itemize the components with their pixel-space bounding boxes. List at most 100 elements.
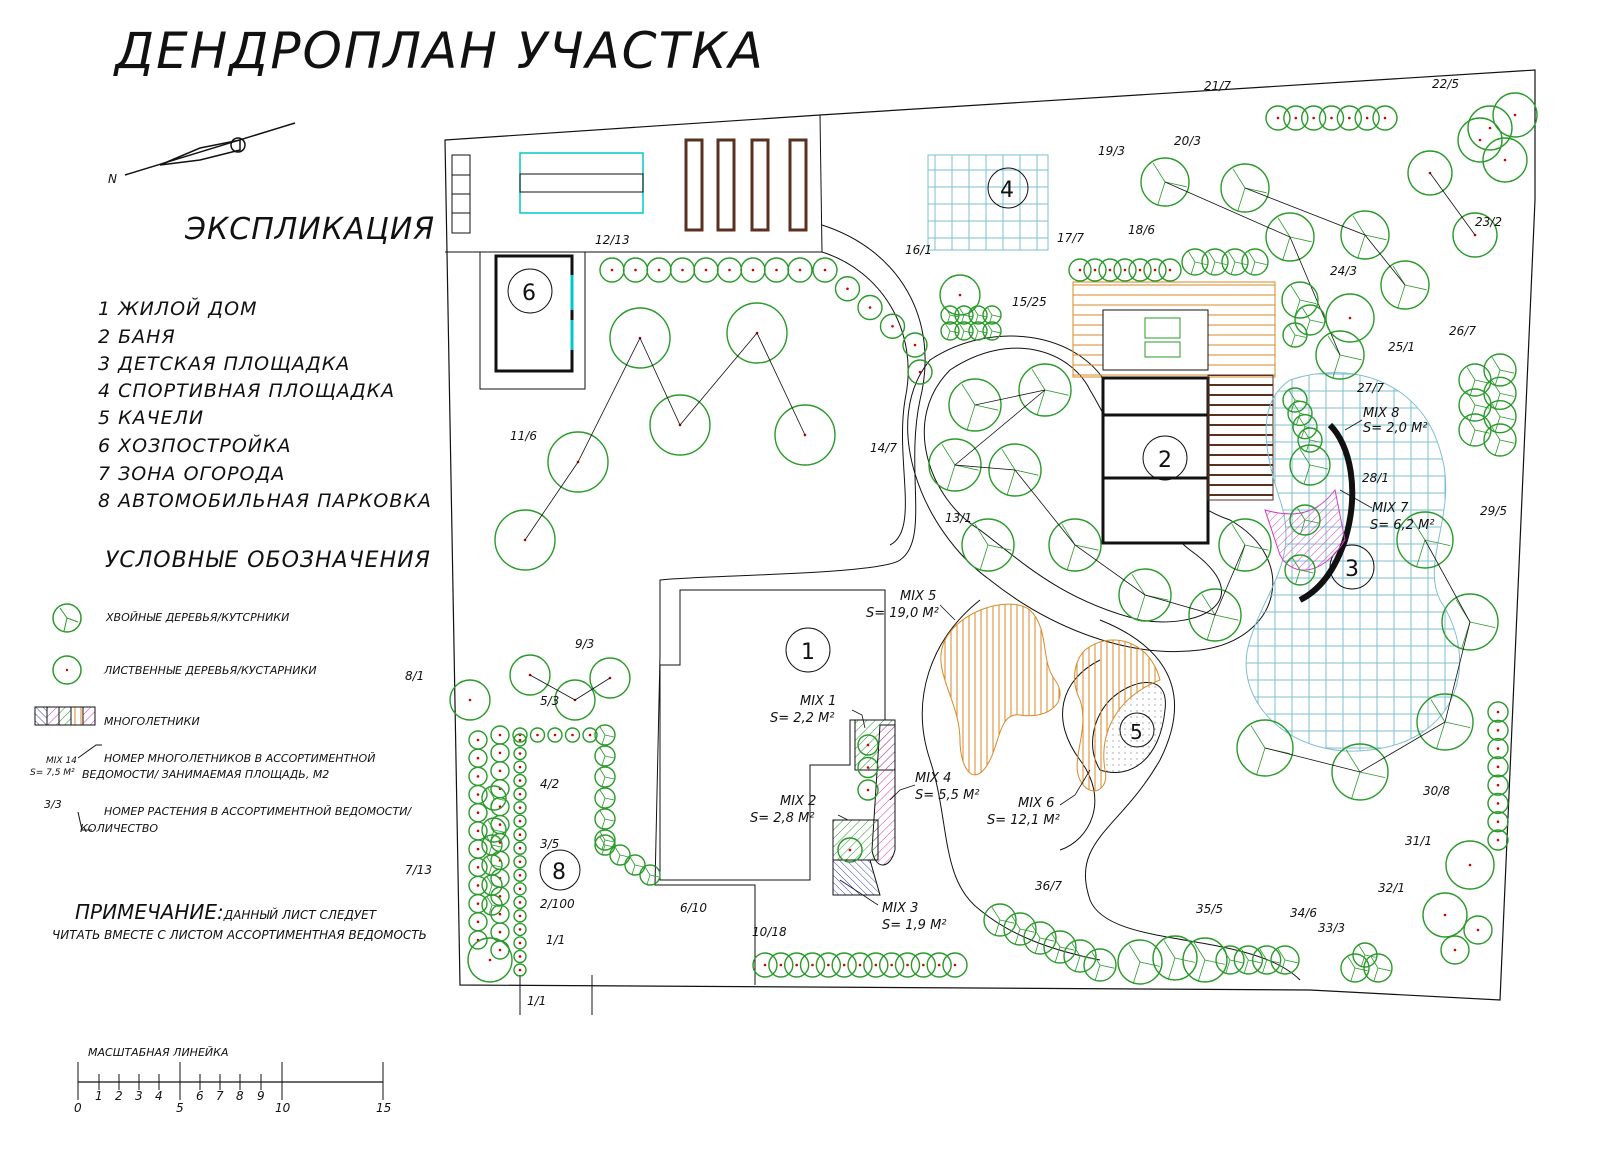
coniferous-tree-icon xyxy=(594,834,616,856)
explication-item: 1 ЖИЛОЙ ДОМ xyxy=(98,298,258,320)
deciduous-tree-icon xyxy=(582,727,598,743)
plant-label: 23/2 xyxy=(1475,215,1502,229)
coniferous-tree-icon xyxy=(1023,921,1057,955)
note-label: ПРИМЕЧАНИЕ: xyxy=(75,900,224,924)
deciduous-tree-icon xyxy=(1440,935,1470,965)
coniferous-tree-icon xyxy=(1063,939,1097,973)
deciduous-tree-icon xyxy=(857,294,883,321)
plant-label: 14/7 xyxy=(870,441,897,455)
coniferous-tree-icon xyxy=(1284,554,1316,586)
mix-area: S= 12,1 M² xyxy=(987,813,1060,828)
site-boundary xyxy=(444,69,1536,1001)
legend-plant-desc-2: КОЛИЧЕСТВО xyxy=(80,822,159,835)
deciduous-tree-icon xyxy=(468,912,488,932)
plant-group-line xyxy=(1244,187,1406,286)
deciduous-tree-icon xyxy=(513,936,527,950)
coniferous-tree-icon xyxy=(1003,912,1037,946)
plant-label: 15/25 xyxy=(1012,295,1047,309)
coniferous-tree-icon xyxy=(1182,937,1228,983)
mix-label: MIX 7 xyxy=(1372,501,1409,516)
coniferous-tree-icon xyxy=(1483,353,1517,387)
plant-group-line xyxy=(524,332,806,541)
legend-coniferous-label: ХВОЙНЫЕ ДЕРЕВЬЯ/КУТСРНИКИ xyxy=(106,611,290,624)
deciduous-tree-icon xyxy=(1318,105,1345,131)
scale-tick: 1 xyxy=(95,1089,103,1103)
coniferous-tree-icon xyxy=(1188,588,1242,642)
mix-label: MIX 6 xyxy=(1018,796,1054,811)
plant-labels-layer: 1/11/12/1003/54/25/36/107/138/19/310/181… xyxy=(405,77,1507,1008)
plant-label: 21/7 xyxy=(1204,79,1231,93)
plant-label: 17/7 xyxy=(1057,231,1084,245)
deciduous-tree-icon xyxy=(547,727,563,743)
coniferous-tree-icon xyxy=(1281,281,1319,319)
mix-label: MIX 2 xyxy=(780,794,816,809)
coniferous-tree-icon xyxy=(1233,945,1264,975)
garden-zone xyxy=(451,138,808,234)
plant-label: 7/13 xyxy=(405,863,432,877)
coniferous-tree-icon xyxy=(1181,248,1209,276)
coniferous-tree-icon xyxy=(1331,743,1389,801)
deciduous-symbol-icon xyxy=(52,655,82,685)
plant-label: 20/3 xyxy=(1174,134,1201,148)
plant-label: 25/1 xyxy=(1388,340,1415,354)
deciduous-tree-icon xyxy=(467,937,513,983)
page-title: ДЕНДРОПЛАН УЧАСТКА xyxy=(115,22,765,80)
explication-item: 8 АВТОМОБИЛЬНАЯ ПАРКОВКА xyxy=(98,490,432,512)
main-house: 1 xyxy=(659,589,886,881)
deciduous-tree-icon xyxy=(1487,701,1509,723)
deciduous-tree-icon xyxy=(1083,258,1107,282)
mix-label: MIX 4 xyxy=(915,771,951,786)
deciduous-tree-icon xyxy=(878,952,905,978)
deciduous-tree-icon xyxy=(513,787,527,801)
deciduous-tree-icon xyxy=(468,748,488,768)
coniferous-tree-icon xyxy=(1352,942,1378,968)
plant-label: 19/3 xyxy=(1098,144,1125,158)
plant-label: 6/10 xyxy=(680,901,707,915)
deciduous-tree-icon xyxy=(902,332,928,358)
coniferous-tree-icon xyxy=(594,808,616,830)
plant-label: 8/1 xyxy=(405,669,424,683)
coniferous-tree-icon xyxy=(983,903,1017,937)
deciduous-tree-icon xyxy=(513,800,527,815)
deciduous-tree-icon xyxy=(894,952,921,978)
plant-label: 28/1 xyxy=(1362,471,1389,485)
coniferous-tree-icon xyxy=(1289,504,1321,536)
plant-label: 11/6 xyxy=(510,429,537,443)
coniferous-tree-icon xyxy=(594,724,616,746)
deciduous-tree-icon xyxy=(513,773,527,788)
zone-number: 1 xyxy=(801,640,815,665)
plant-label: 12/13 xyxy=(595,233,630,247)
coniferous-tree-icon xyxy=(1270,945,1300,975)
plant-group-line xyxy=(1164,181,1341,356)
deciduous-tree-icon xyxy=(857,734,879,756)
coniferous-tree-icon xyxy=(968,305,988,325)
deciduous-tree-icon xyxy=(907,359,933,385)
coniferous-tree-icon xyxy=(1152,935,1198,981)
deciduous-tree-icon xyxy=(752,952,778,978)
coniferous-tree-icon xyxy=(1458,413,1492,447)
deciduous-tree-icon xyxy=(513,963,527,977)
deciduous-tree-icon xyxy=(1487,756,1509,778)
deciduous-tree-icon xyxy=(942,952,968,978)
note: ПРИМЕЧАНИЕ:ДАННЫЙ ЛИСТ СЛЕДУЕТ xyxy=(75,900,376,924)
zone-number: 2 xyxy=(1158,448,1172,473)
deciduous-tree-icon xyxy=(1265,105,1291,131)
deciduous-tree-icon xyxy=(1422,892,1468,938)
deciduous-tree-icon xyxy=(857,779,879,801)
deciduous-tree-icon xyxy=(529,727,546,743)
scale-title: МАСШТАБНАЯ ЛИНЕЙКА xyxy=(88,1046,229,1059)
deciduous-tree-icon xyxy=(468,857,488,877)
compass-arrow-icon: N xyxy=(108,122,296,186)
legend-title: УСЛОВНЫЕ ОБОЗНАЧЕНИЯ xyxy=(105,548,431,573)
coniferous-tree-icon xyxy=(1218,518,1272,572)
mix-leaders xyxy=(837,419,1373,906)
coniferous-tree-icon xyxy=(988,443,1042,497)
deciduous-tree-icon xyxy=(468,803,488,823)
zone-number: 5 xyxy=(1130,720,1143,744)
deciduous-tree-icon xyxy=(513,868,527,882)
coniferous-tree-icon xyxy=(624,854,646,876)
plant-label: 1/1 xyxy=(527,994,546,1008)
zone-number: 6 xyxy=(522,281,536,306)
plant-label: 30/8 xyxy=(1423,784,1450,798)
deciduous-tree-icon xyxy=(513,814,527,828)
